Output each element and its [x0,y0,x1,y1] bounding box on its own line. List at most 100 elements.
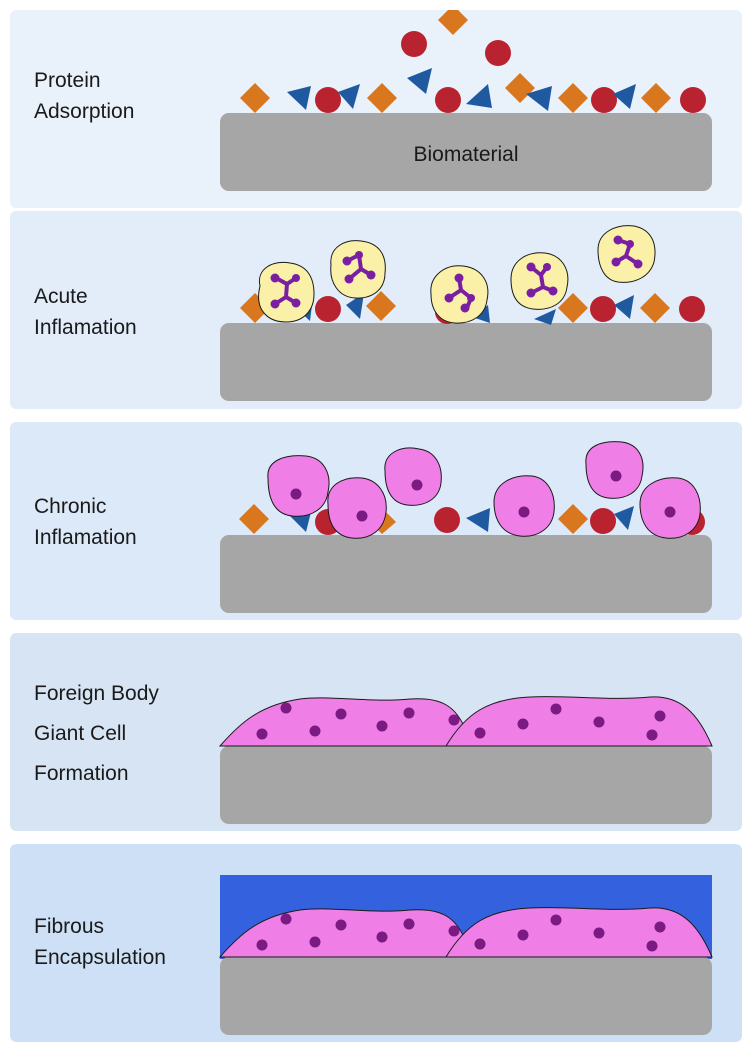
protein-circle [590,508,616,534]
nucleus-lobe [526,262,536,272]
protein-diamond [558,293,588,323]
cell-nucleus [593,716,605,728]
protein-circle [401,31,427,57]
protein-triangle [526,86,552,111]
macrophage [585,441,644,499]
protein-triangle [614,295,634,319]
neutrophil-body [430,265,489,324]
neutrophil [597,225,656,283]
nucleus-lobe [467,294,475,302]
cell-nucleus [280,913,292,925]
protein-circle [434,507,460,533]
chronic-inflammation-label: Chronic Inflamation [34,495,137,549]
protein-circle [590,296,616,322]
cell-nucleus [403,918,415,930]
nucleus-lobe [270,273,280,283]
protein-triangle [466,508,490,532]
biomaterial-substrate [220,746,712,824]
cell-nucleus [376,931,388,943]
nucleus-lobe [344,274,354,284]
cell-nucleus [610,470,622,482]
foreign-body-giant-cell-panel: Foreign Body Giant Cell Formation [10,633,742,831]
protein-circle [435,87,461,113]
macrophage-body [493,475,555,537]
protein-circle [315,296,341,322]
neutrophil [258,261,315,323]
neutrophil [330,240,386,299]
macrophage-body [585,441,644,499]
cell-nucleus [356,510,368,522]
macrophage [327,477,387,539]
biomaterial-substrate [220,957,712,1035]
protein-diamond [558,504,588,534]
chronic-inflammation-panel: Chronic Inflamation [10,422,742,620]
nucleus-lobe [633,259,643,269]
cell-nucleus [550,703,562,715]
cell-nucleus [593,927,605,939]
cell-nucleus [290,488,302,500]
nucleus-lobe [543,263,551,271]
protein-diamond [239,504,269,534]
cell-nucleus [517,929,529,941]
protein-circle [591,87,617,113]
foreign-body-giant-cell-scene [10,633,742,831]
fibrous-encapsulation-panel: Fibrous Encapsulation [10,844,742,1042]
protein-circle [680,87,706,113]
protein-adsorption-panel: Biomaterial Protein Adsorption [10,10,742,208]
protein-triangle [534,309,556,325]
cell-nucleus [376,720,388,732]
cell-nucleus [518,506,530,518]
protein-triangle [613,84,636,109]
neutrophil-body [510,252,569,310]
cell-nucleus [654,710,666,722]
giant-cell [445,907,713,958]
cell-nucleus [646,729,658,741]
cell-nucleus [403,707,415,719]
biomaterial-label: Biomaterial [413,143,518,166]
nucleus-lobe [626,240,634,248]
protein-diamond [558,83,588,113]
nucleus-lobe [548,286,558,296]
cell-nucleus [474,938,486,950]
cell-nucleus [448,925,460,937]
protein-circle [315,87,341,113]
neutrophil [510,252,569,310]
cell-nucleus [550,914,562,926]
acute-inflammation-scene [10,211,742,409]
macrophage-body [384,447,442,506]
giant-cell [445,696,713,747]
protein-diamond [641,83,671,113]
macrophage-body [327,477,387,539]
biomaterial-substrate [220,323,712,401]
protein-triangle [287,86,311,110]
nucleus-lobe [526,288,536,298]
fibrous-encapsulation-scene [10,844,742,1042]
nucleus-lobe [292,274,300,282]
biomaterial-substrate [220,535,712,613]
fibrous-encapsulation-label: Fibrous Encapsulation [34,915,166,969]
foreign-body-giant-cell-label: Foreign Body Giant Cell Formation [34,682,159,785]
protein-triangle [338,84,360,109]
cell-nucleus [309,936,321,948]
protein-triangle [466,84,492,108]
cell-nucleus [280,702,292,714]
neutrophil [430,265,489,324]
macrophage [267,455,330,517]
nucleus-lobe [611,257,621,267]
nucleus-lobe [342,256,352,266]
biomaterial-substrate [220,113,712,191]
cell-nucleus [335,708,347,720]
macrophage [639,477,701,539]
protein-diamond [505,73,535,103]
chronic-inflammation-scene [10,422,742,620]
protein-diamond [367,83,397,113]
protein-diamond [640,293,670,323]
protein-circle [485,40,511,66]
cell-nucleus [654,921,666,933]
nucleus-lobe [291,298,301,308]
nucleus-lobe [444,293,454,303]
nucleus-lobe [355,251,363,259]
protein-triangle [346,293,364,319]
nucleus-lobe [270,299,280,309]
acute-inflammation-panel: Acute Inflamation [10,211,742,409]
